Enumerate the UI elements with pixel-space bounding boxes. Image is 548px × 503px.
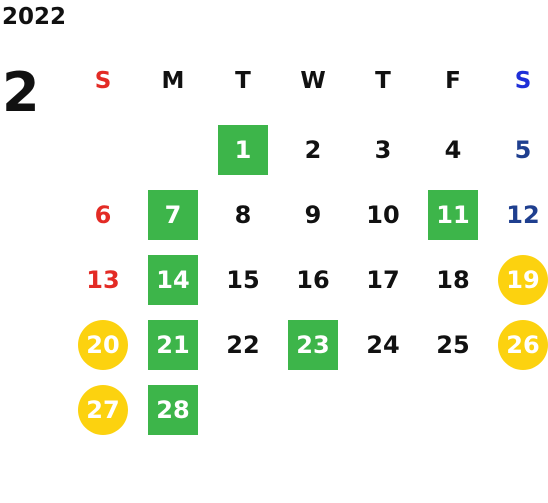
day-cell[interactable]: 8: [213, 190, 273, 240]
yellow-circle-marker: [78, 385, 128, 435]
day-number: 21: [156, 331, 190, 359]
yellow-circle-marker: [498, 320, 548, 370]
day-cell[interactable]: 15: [213, 255, 273, 305]
day-cell[interactable]: 22: [213, 320, 273, 370]
green-square-marker: [148, 190, 198, 240]
day-cell[interactable]: 23: [283, 320, 343, 370]
day-number: 12: [506, 201, 540, 229]
day-cell[interactable]: 10: [353, 190, 413, 240]
day-number: 28: [156, 396, 190, 424]
day-number: 9: [304, 201, 322, 229]
day-number: 27: [86, 396, 120, 424]
day-cell[interactable]: 26: [493, 320, 548, 370]
day-cell[interactable]: 19: [493, 255, 548, 305]
green-square-marker: [148, 255, 198, 305]
day-cell[interactable]: 11: [423, 190, 483, 240]
day-number: 24: [366, 331, 400, 359]
calendar-month: 2: [2, 61, 40, 124]
yellow-circle-marker: [498, 255, 548, 305]
day-number: 16: [296, 266, 330, 294]
day-number: 13: [86, 266, 120, 294]
day-cell[interactable]: 1: [213, 125, 273, 175]
day-number: 6: [94, 201, 112, 229]
day-cell[interactable]: 18: [423, 255, 483, 305]
weekday-label: S: [94, 68, 112, 94]
day-cell[interactable]: 16: [283, 255, 343, 305]
weekday-label: M: [161, 68, 185, 94]
calendar-year: 2022: [2, 4, 67, 30]
day-number: 19: [506, 266, 540, 294]
day-cell[interactable]: 2: [283, 125, 343, 175]
day-cell[interactable]: 6: [73, 190, 133, 240]
weekday-label: S: [514, 68, 532, 94]
day-cell[interactable]: 14: [143, 255, 203, 305]
day-cell[interactable]: 17: [353, 255, 413, 305]
day-number: 7: [164, 201, 182, 229]
day-cell[interactable]: 4: [423, 125, 483, 175]
weekday-label: T: [235, 68, 251, 94]
green-square-marker: [148, 320, 198, 370]
green-square-marker: [148, 385, 198, 435]
day-number: 5: [514, 136, 532, 164]
day-number: 18: [436, 266, 470, 294]
day-cell[interactable]: 21: [143, 320, 203, 370]
green-square-marker: [218, 125, 268, 175]
weekday-label: W: [300, 68, 326, 94]
day-cell[interactable]: 3: [353, 125, 413, 175]
day-number: 17: [366, 266, 400, 294]
day-number: 25: [436, 331, 470, 359]
day-number: 3: [374, 136, 392, 164]
day-number: 4: [444, 136, 462, 164]
day-number: 2: [304, 136, 322, 164]
day-cell[interactable]: 20: [73, 320, 133, 370]
day-number: 10: [366, 201, 400, 229]
day-cell[interactable]: 28: [143, 385, 203, 435]
day-cell[interactable]: 27: [73, 385, 133, 435]
day-number: 8: [234, 201, 252, 229]
day-cell[interactable]: 7: [143, 190, 203, 240]
day-number: 14: [156, 266, 190, 294]
day-cell[interactable]: 24: [353, 320, 413, 370]
day-number: 22: [226, 331, 260, 359]
day-cell[interactable]: 25: [423, 320, 483, 370]
day-cell[interactable]: 5: [493, 125, 548, 175]
day-number: 23: [296, 331, 330, 359]
day-cell[interactable]: 13: [73, 255, 133, 305]
day-number: 11: [436, 201, 470, 229]
weekday-label: F: [445, 68, 461, 94]
day-cell[interactable]: 9: [283, 190, 343, 240]
green-square-marker: [428, 190, 478, 240]
green-square-marker: [288, 320, 338, 370]
day-number: 15: [226, 266, 260, 294]
day-number: 1: [234, 136, 252, 164]
weekday-label: T: [375, 68, 391, 94]
day-number: 20: [86, 331, 120, 359]
day-number: 26: [506, 331, 540, 359]
yellow-circle-marker: [78, 320, 128, 370]
day-cell[interactable]: 12: [493, 190, 548, 240]
